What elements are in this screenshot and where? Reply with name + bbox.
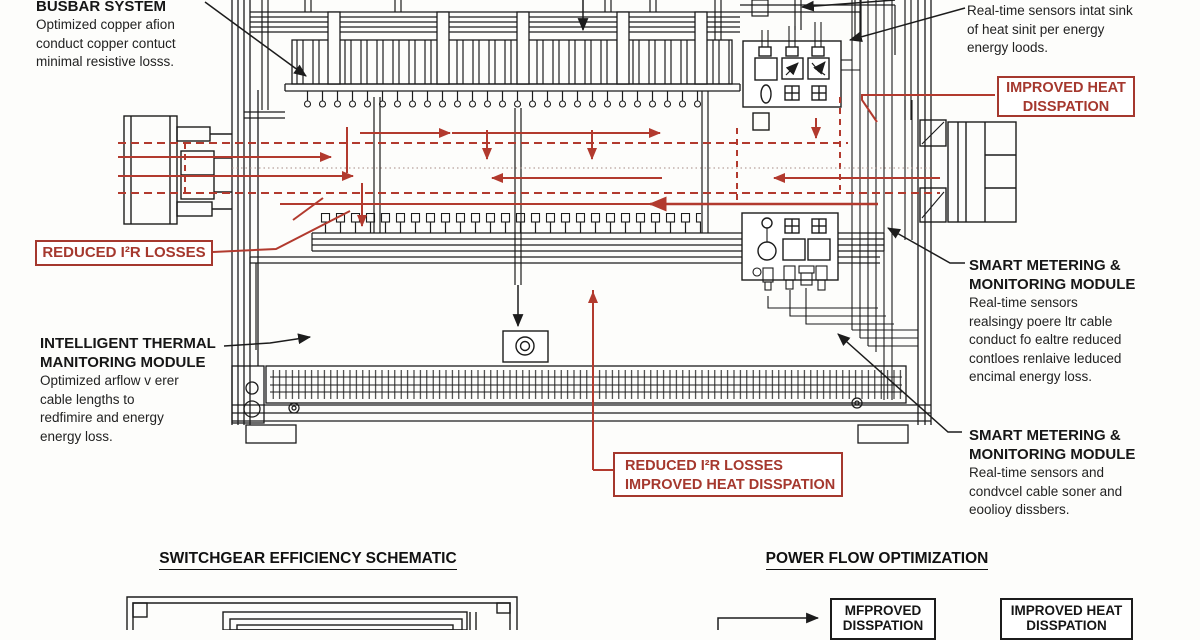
busbar-comb (244, 11, 741, 119)
flow-box-improved-heat: IMPROVED HEAT DISSPATION (1000, 598, 1133, 640)
lower-terminal-pins (318, 213, 701, 233)
switchgear-schematic-heading: SWITCHGEAR EFFICIENCY SCHEMATIC (152, 550, 464, 570)
secondary-cabinet-schematic (126, 596, 518, 630)
busbar-system-label: BUSBAR SYSTEM Optimized copper afion con… (36, 0, 266, 72)
cross-connector-icon (811, 218, 827, 234)
bottom-terminal-strip (265, 365, 907, 414)
lower-metering-panel (741, 212, 839, 291)
flow-arrow-to-box (717, 612, 820, 630)
analog-meter-icon (807, 57, 830, 80)
busbar-terminal-pins (300, 91, 705, 108)
leader-arrows (204, 0, 966, 630)
cabinet-frame (231, 0, 932, 444)
sensor-leader-arrow (848, 7, 966, 43)
panel-output-pins (752, 265, 828, 291)
cross-connector-icon (784, 85, 800, 101)
sensor-leader-arrow (800, 0, 896, 12)
sensor-note-label: Real-time sensors intat sink of heat sin… (967, 3, 1133, 55)
fan-sensor-icon (515, 336, 535, 356)
reduced-improved-badge: REDUCED I²R LOSSES IMPROVED HEAT DISSPAT… (613, 452, 843, 497)
reduced-losses-badge: REDUCED I²R LOSSES (35, 240, 213, 266)
intelligent-leader-arrow (223, 333, 312, 347)
improved-heat-dissipation-badge: IMPROVED HEAT DISSPATION (997, 76, 1135, 117)
smart-lower-leader-arrow (837, 333, 962, 433)
indicator-lamp-icon (760, 84, 772, 104)
right-cable-bushing (904, 100, 1017, 240)
improved-heat-leader (861, 94, 995, 123)
flow-box-mfproved: MFPROVED DISSPATION (830, 598, 936, 640)
reduced-losses-leader (212, 210, 351, 253)
busbar-leader-arrow (204, 1, 307, 77)
upper-metering-panel (742, 22, 842, 131)
smart-upper-leader-arrow (887, 227, 965, 264)
smart-metering-lower-label: SMART METERING & MONITORING MODULE Real-… (969, 427, 1136, 517)
fan-sensor-box (502, 330, 549, 363)
power-flow-heading: POWER FLOW OPTIMIZATION (757, 550, 997, 570)
smart-metering-upper-label: SMART METERING & MONITORING MODULE Real-… (969, 257, 1136, 384)
mid-feeders (373, 91, 709, 328)
cross-connector-icon (811, 85, 827, 101)
analog-meter-icon (781, 57, 804, 80)
intelligent-thermal-label: INTELLIGENT THERMAL MANITORING MODULE Op… (40, 335, 216, 444)
left-cable-bushing (123, 115, 232, 225)
power-flow-overlay (118, 94, 995, 471)
cross-connector-icon (784, 218, 800, 234)
right-wiring-bundle (767, 0, 918, 400)
busbar-system-title: BUSBAR SYSTEM (36, 0, 167, 15)
